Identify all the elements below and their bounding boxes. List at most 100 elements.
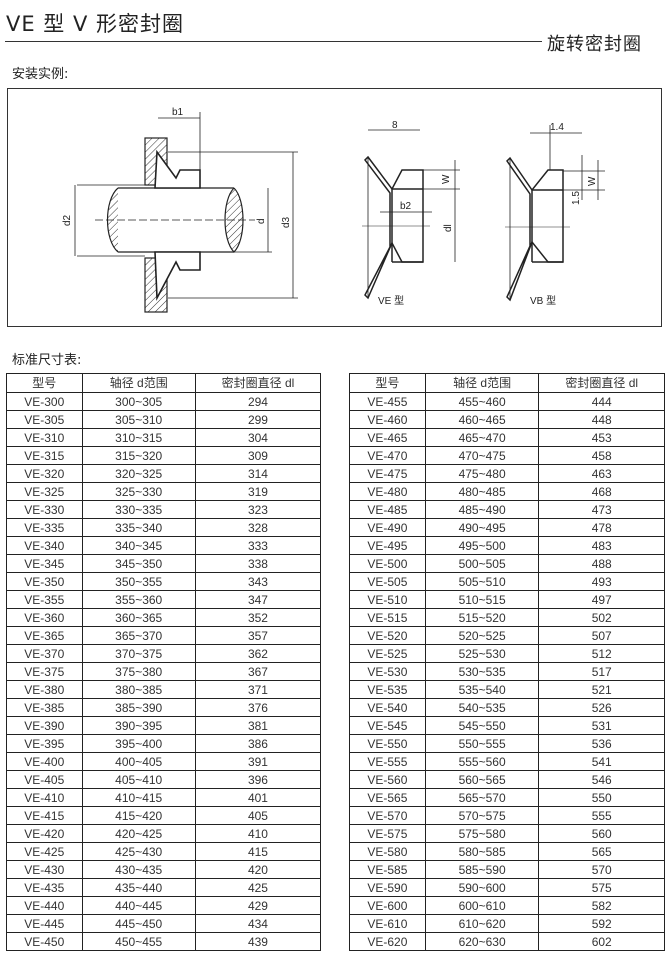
table-header-row: 型号 轴径 d范围 密封圈直径 dl: [6, 373, 322, 393]
cell-model: VE-320: [6, 464, 83, 483]
cell-model: VE-515: [349, 608, 426, 627]
cell-model: VE-355: [6, 590, 83, 609]
dim-label-d3: d3: [281, 216, 292, 228]
cell-shaft-range: 305~310: [81, 410, 196, 429]
cell-model: VE-365: [6, 626, 83, 645]
cell-seal-diameter: 521: [538, 680, 665, 699]
header-shaft-range: 轴径 d范围: [81, 373, 196, 393]
cell-seal-diameter: 338: [194, 554, 322, 573]
cell-model: VE-425: [6, 842, 83, 861]
cell-shaft-range: 470~475: [424, 446, 540, 465]
vb-seal-drawing: [505, 125, 605, 302]
cell-shaft-range: 355~360: [81, 590, 196, 609]
cell-shaft-range: 590~600: [424, 878, 540, 897]
cell-shaft-range: 375~380: [81, 662, 196, 681]
cell-seal-diameter: 463: [538, 464, 665, 483]
cell-shaft-range: 485~490: [424, 500, 540, 519]
dim-label-ve-w: W: [441, 174, 452, 184]
title-divider: [5, 41, 542, 42]
cell-model: VE-370: [6, 644, 83, 663]
header-model: 型号: [349, 373, 426, 393]
cell-seal-diameter: 405: [194, 806, 322, 825]
cell-seal-diameter: 582: [538, 896, 665, 915]
cell-model: VE-350: [6, 572, 83, 591]
cell-model: VE-380: [6, 680, 83, 699]
cell-model: VE-310: [6, 428, 83, 447]
cell-shaft-range: 560~565: [424, 770, 540, 789]
cell-seal-diameter: 333: [194, 536, 322, 555]
cell-model: VE-475: [349, 464, 426, 483]
cell-model: VE-565: [349, 788, 426, 807]
vb-caption: VB 型: [530, 294, 556, 307]
install-example-heading: 安装实例:: [12, 67, 69, 82]
cell-model: VE-410: [6, 788, 83, 807]
cell-seal-diameter: 391: [194, 752, 322, 771]
cell-model: VE-420: [6, 824, 83, 843]
cell-shaft-range: 435~440: [81, 878, 196, 897]
cell-shaft-range: 440~445: [81, 896, 196, 915]
cell-shaft-range: 525~530: [424, 644, 540, 663]
cell-shaft-range: 545~550: [424, 716, 540, 735]
cell-seal-diameter: 555: [538, 806, 665, 825]
cell-shaft-range: 460~465: [424, 410, 540, 429]
cell-seal-diameter: 478: [538, 518, 665, 537]
installation-diagrams: b1 d2 d d3 8 W b2 dl VE 型 1.4 W 1.5 VB 型: [62, 107, 605, 313]
cell-seal-diameter: 444: [538, 392, 665, 411]
cell-model: VE-445: [6, 914, 83, 933]
cell-shaft-range: 570~575: [424, 806, 540, 825]
cell-model: VE-520: [349, 626, 426, 645]
cell-model: VE-500: [349, 554, 426, 573]
cell-seal-diameter: 299: [194, 410, 322, 429]
cell-model: VE-485: [349, 500, 426, 519]
cell-shaft-range: 520~525: [424, 626, 540, 645]
cell-model: VE-395: [6, 734, 83, 753]
cell-model: VE-330: [6, 500, 83, 519]
category-label: 旋转密封圈: [547, 34, 642, 55]
cell-model: VE-300: [6, 392, 83, 411]
cell-model: VE-545: [349, 716, 426, 735]
dim-label-vb-width: 1.4: [550, 122, 564, 133]
header-shaft-range: 轴径 d范围: [424, 373, 540, 393]
cell-seal-diameter: 425: [194, 878, 322, 897]
cell-model: VE-535: [349, 680, 426, 699]
cell-seal-diameter: 448: [538, 410, 665, 429]
cell-shaft-range: 315~320: [81, 446, 196, 465]
cell-seal-diameter: 401: [194, 788, 322, 807]
cell-shaft-range: 580~585: [424, 842, 540, 861]
cell-model: VE-390: [6, 716, 83, 735]
cell-model: VE-465: [349, 428, 426, 447]
cell-seal-diameter: 371: [194, 680, 322, 699]
cell-model: VE-315: [6, 446, 83, 465]
dim-label-vb-w: W: [587, 176, 598, 186]
cell-shaft-range: 515~520: [424, 608, 540, 627]
cell-model: VE-480: [349, 482, 426, 501]
